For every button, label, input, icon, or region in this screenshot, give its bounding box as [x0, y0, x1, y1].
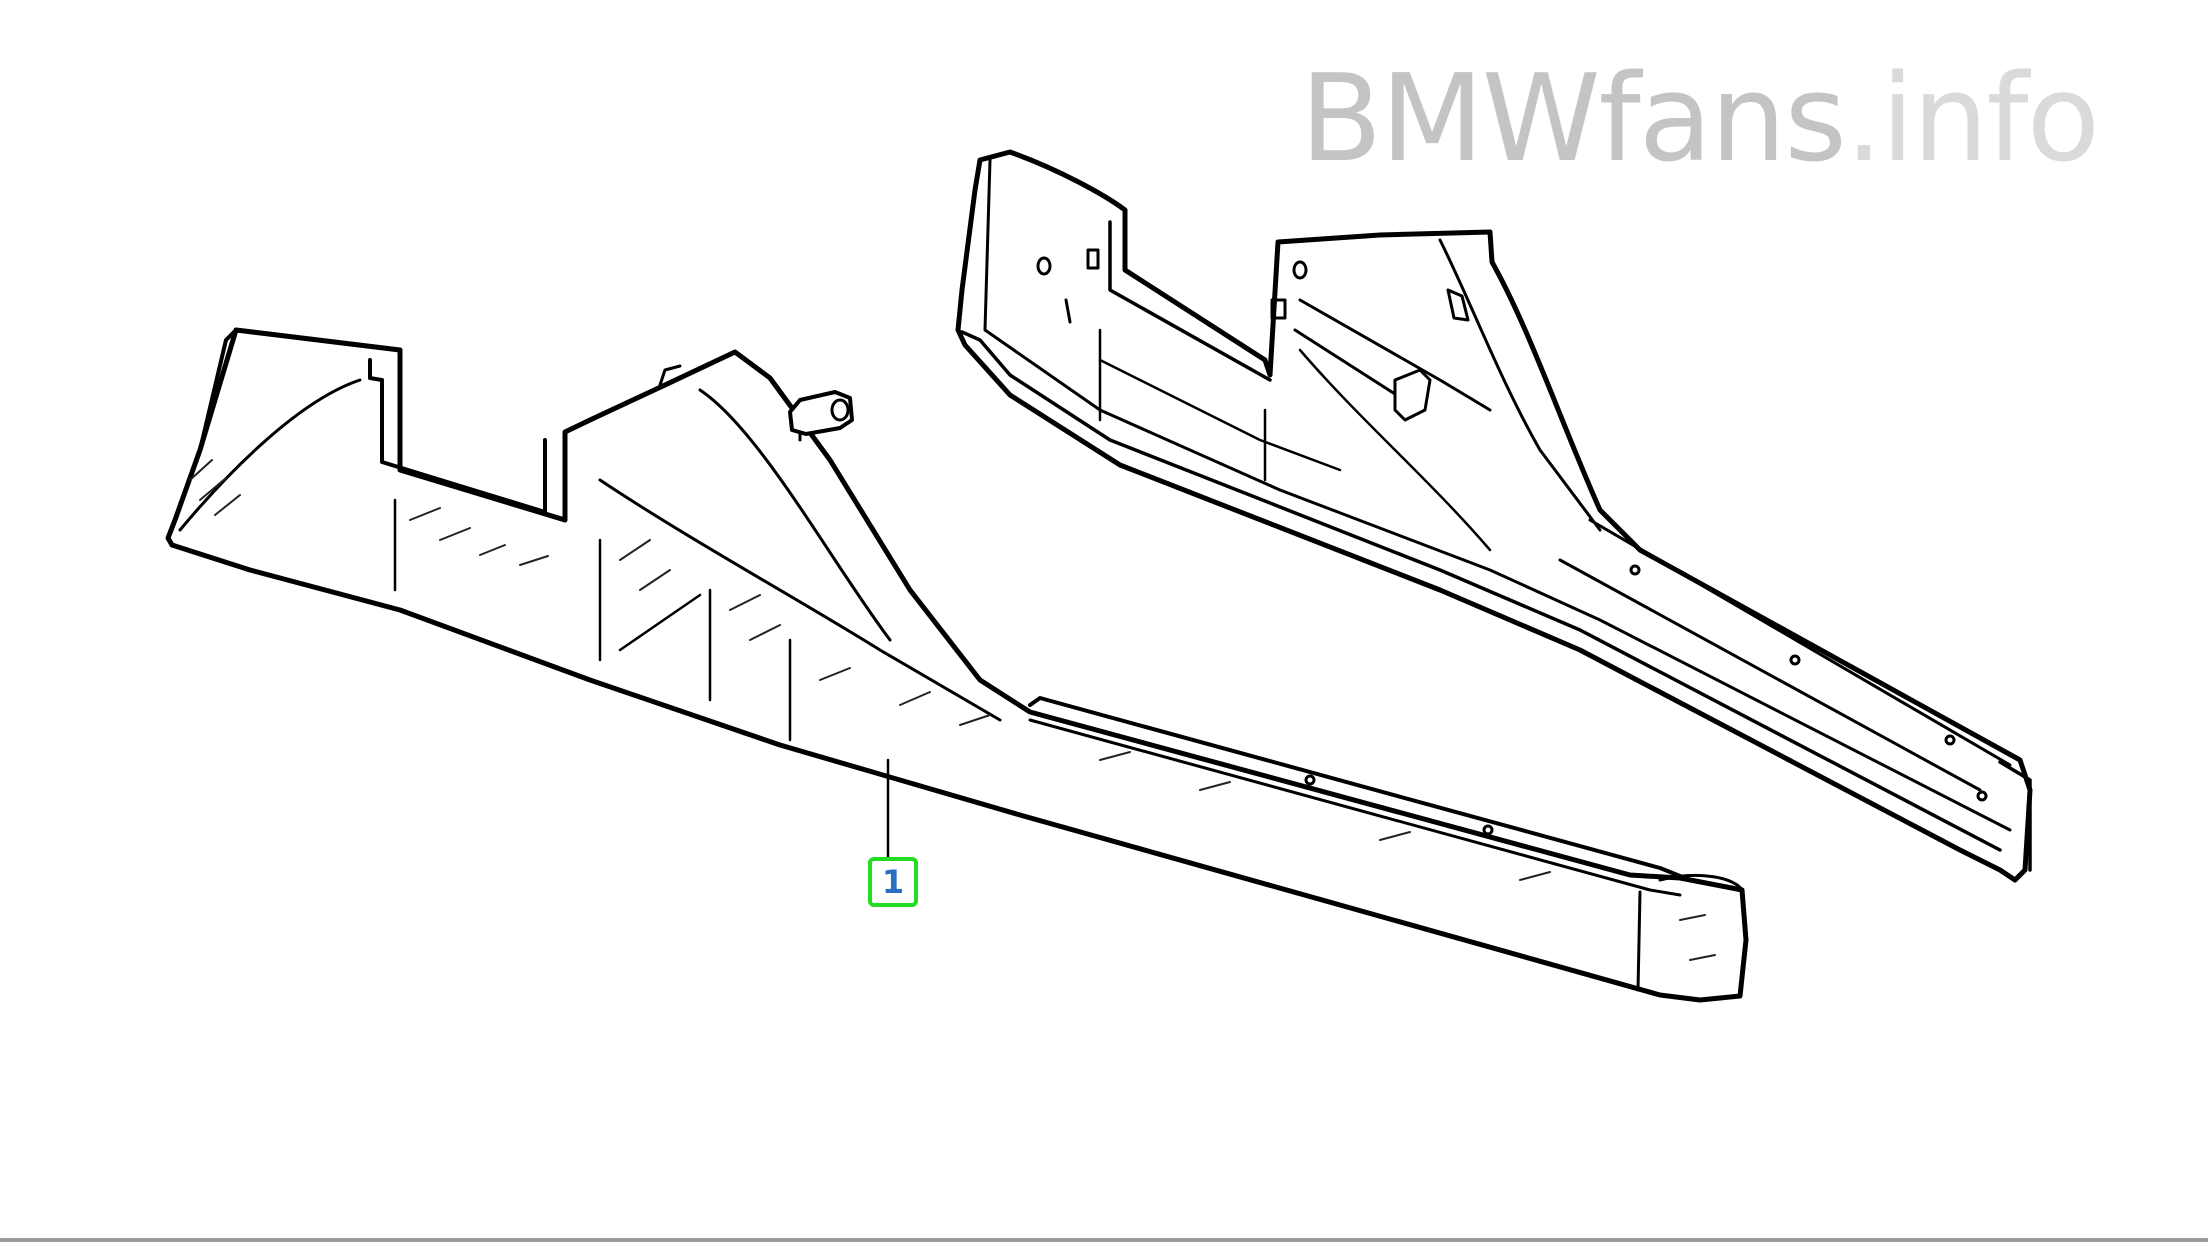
- part-2-tab-b: [1270, 298, 1287, 320]
- part-2-top-pocket: [1446, 288, 1470, 322]
- part-2-outline: [955, 149, 2033, 883]
- part-2-rivet-b: [1789, 654, 1801, 666]
- watermark-tld: .info: [1844, 50, 2100, 189]
- part-2-rivet-a: [1629, 564, 1641, 576]
- part-1-clip: [788, 390, 854, 436]
- callout-part-1-label: 1: [881, 863, 905, 901]
- part-2-hole-b: [1292, 260, 1308, 280]
- part-1-crease: [698, 388, 892, 642]
- watermark-brand: BMWfans: [1300, 50, 1847, 189]
- part-1-front-panel: [173, 328, 238, 522]
- part-1-outline: [165, 327, 1749, 1003]
- part-1-rivet-a: [1304, 774, 1316, 786]
- part-2-rail-b: [1588, 518, 2012, 767]
- part-1-rivet-b: [1482, 824, 1494, 836]
- part-2-end-cap: [1998, 760, 2032, 872]
- part-2-trim: [955, 149, 2033, 883]
- part-2-lip: [960, 330, 2002, 852]
- part-2-diag-c: [1298, 348, 1492, 552]
- part-2-rail-c: [1558, 558, 1982, 792]
- part-1-diagonal: [618, 593, 702, 652]
- part-1-notch: [368, 358, 547, 514]
- callout-part-1[interactable]: 1: [868, 857, 918, 907]
- part-1-sill-edge: [1028, 718, 1682, 897]
- watermark-logo: BMWfans.info: [1300, 60, 2100, 180]
- part-2-inner-panel: [983, 158, 2012, 832]
- part-2-rail-a: [1438, 238, 1602, 532]
- part-2-rivet-d: [1976, 790, 1988, 802]
- bottom-divider: [0, 1238, 2208, 1242]
- part-1-inner-curve: [178, 378, 362, 532]
- part-1-hatching: [189, 459, 1716, 961]
- part-1-top-tab: [658, 364, 682, 387]
- part-2-slot: [1064, 298, 1072, 324]
- part-1-end-cap: [1658, 873, 1744, 892]
- part-1-sill-top: [1028, 696, 1692, 882]
- part-2-notch: [1108, 220, 1272, 382]
- part-2-rivet-c: [1944, 734, 1956, 746]
- part-1-ridge: [598, 478, 1002, 722]
- part-1-sill-end: [1636, 890, 1642, 992]
- part-2-diag-d: [1098, 358, 1342, 472]
- part-2-hole-a: [1036, 256, 1052, 276]
- part-1-clip-hole: [830, 398, 850, 422]
- part-1-trim: [165, 327, 1749, 1003]
- part-2-diag-a: [1298, 298, 1492, 412]
- part-2-tab-a: [1086, 248, 1100, 270]
- part-2-bracket: [1393, 368, 1432, 422]
